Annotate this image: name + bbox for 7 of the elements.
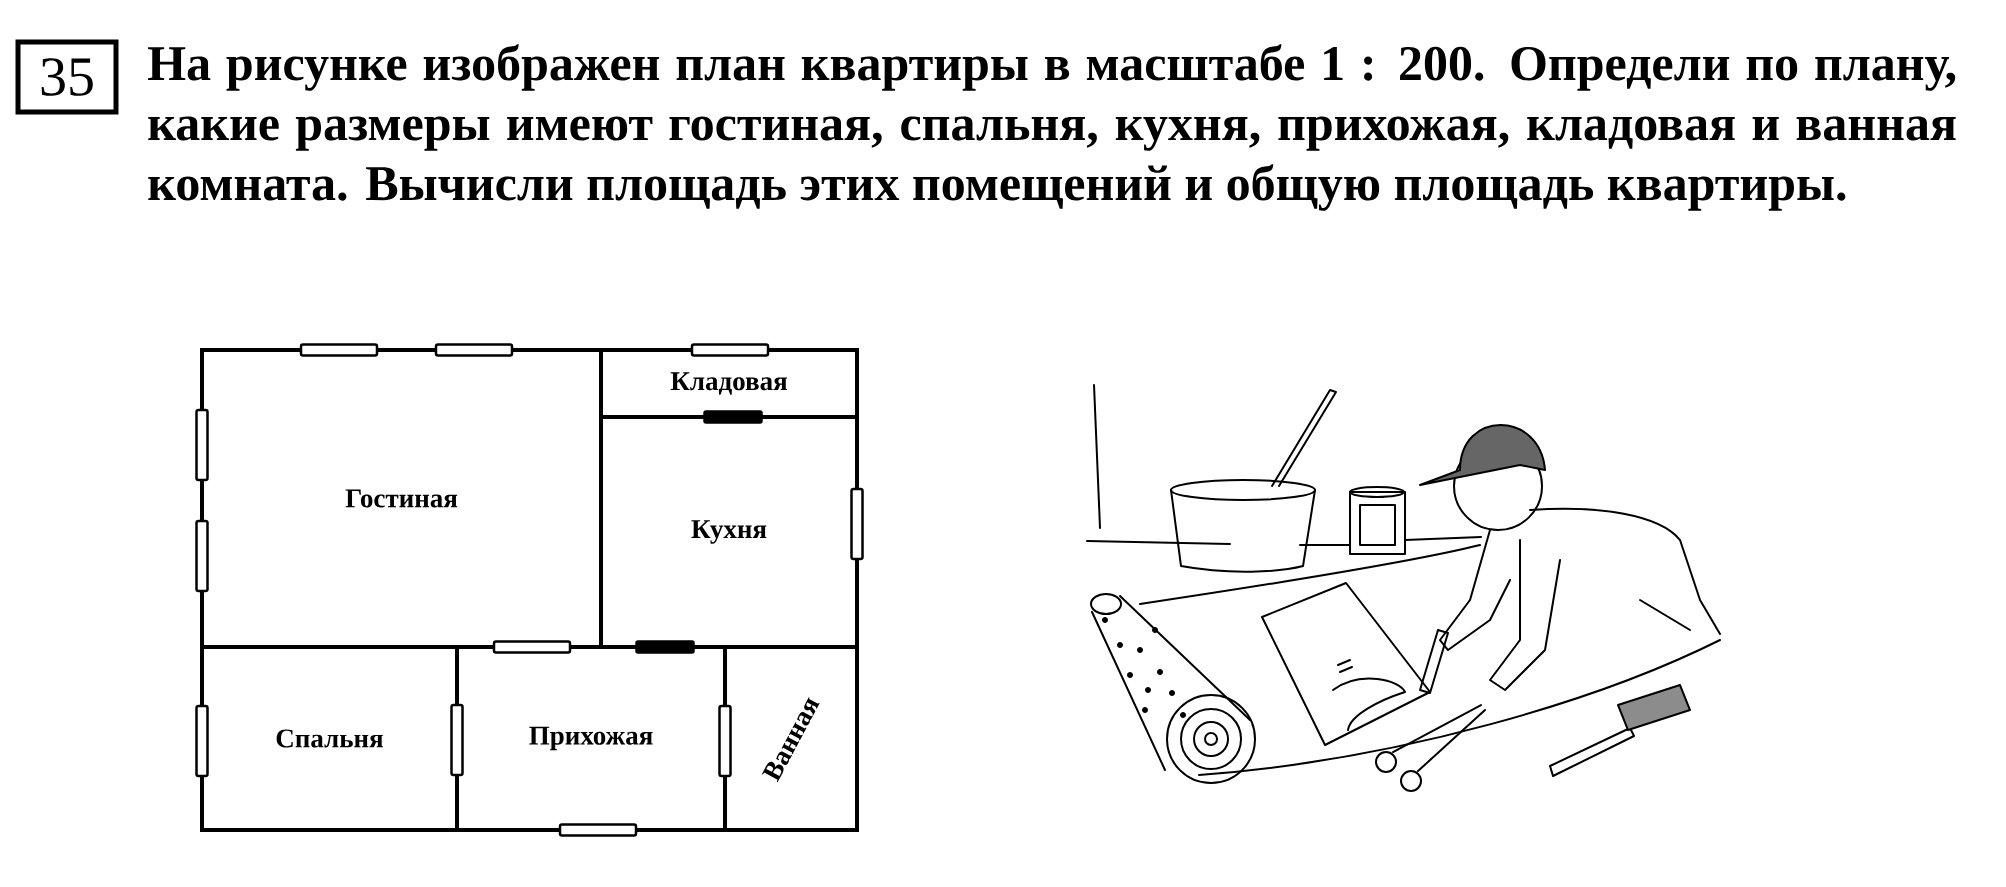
room-label: Спальня [276, 729, 383, 748]
room-label: Кухня [691, 520, 767, 544]
room-label: Кладовая [670, 372, 787, 395]
problem-text: На рисунке изображен план квартиры в масштабе 1 : 200. Определи по плану, какие размеры имеют гостиная, спальня, кухня, прихожая, кладовая и ванная комната. Вычисли площадь этих помещений и общую площадь квартиры. [148, 44, 1956, 211]
room-label: Гостиная [345, 489, 458, 508]
number-box: 35 [15, 39, 119, 115]
room-label: Прихожая [529, 726, 653, 751]
